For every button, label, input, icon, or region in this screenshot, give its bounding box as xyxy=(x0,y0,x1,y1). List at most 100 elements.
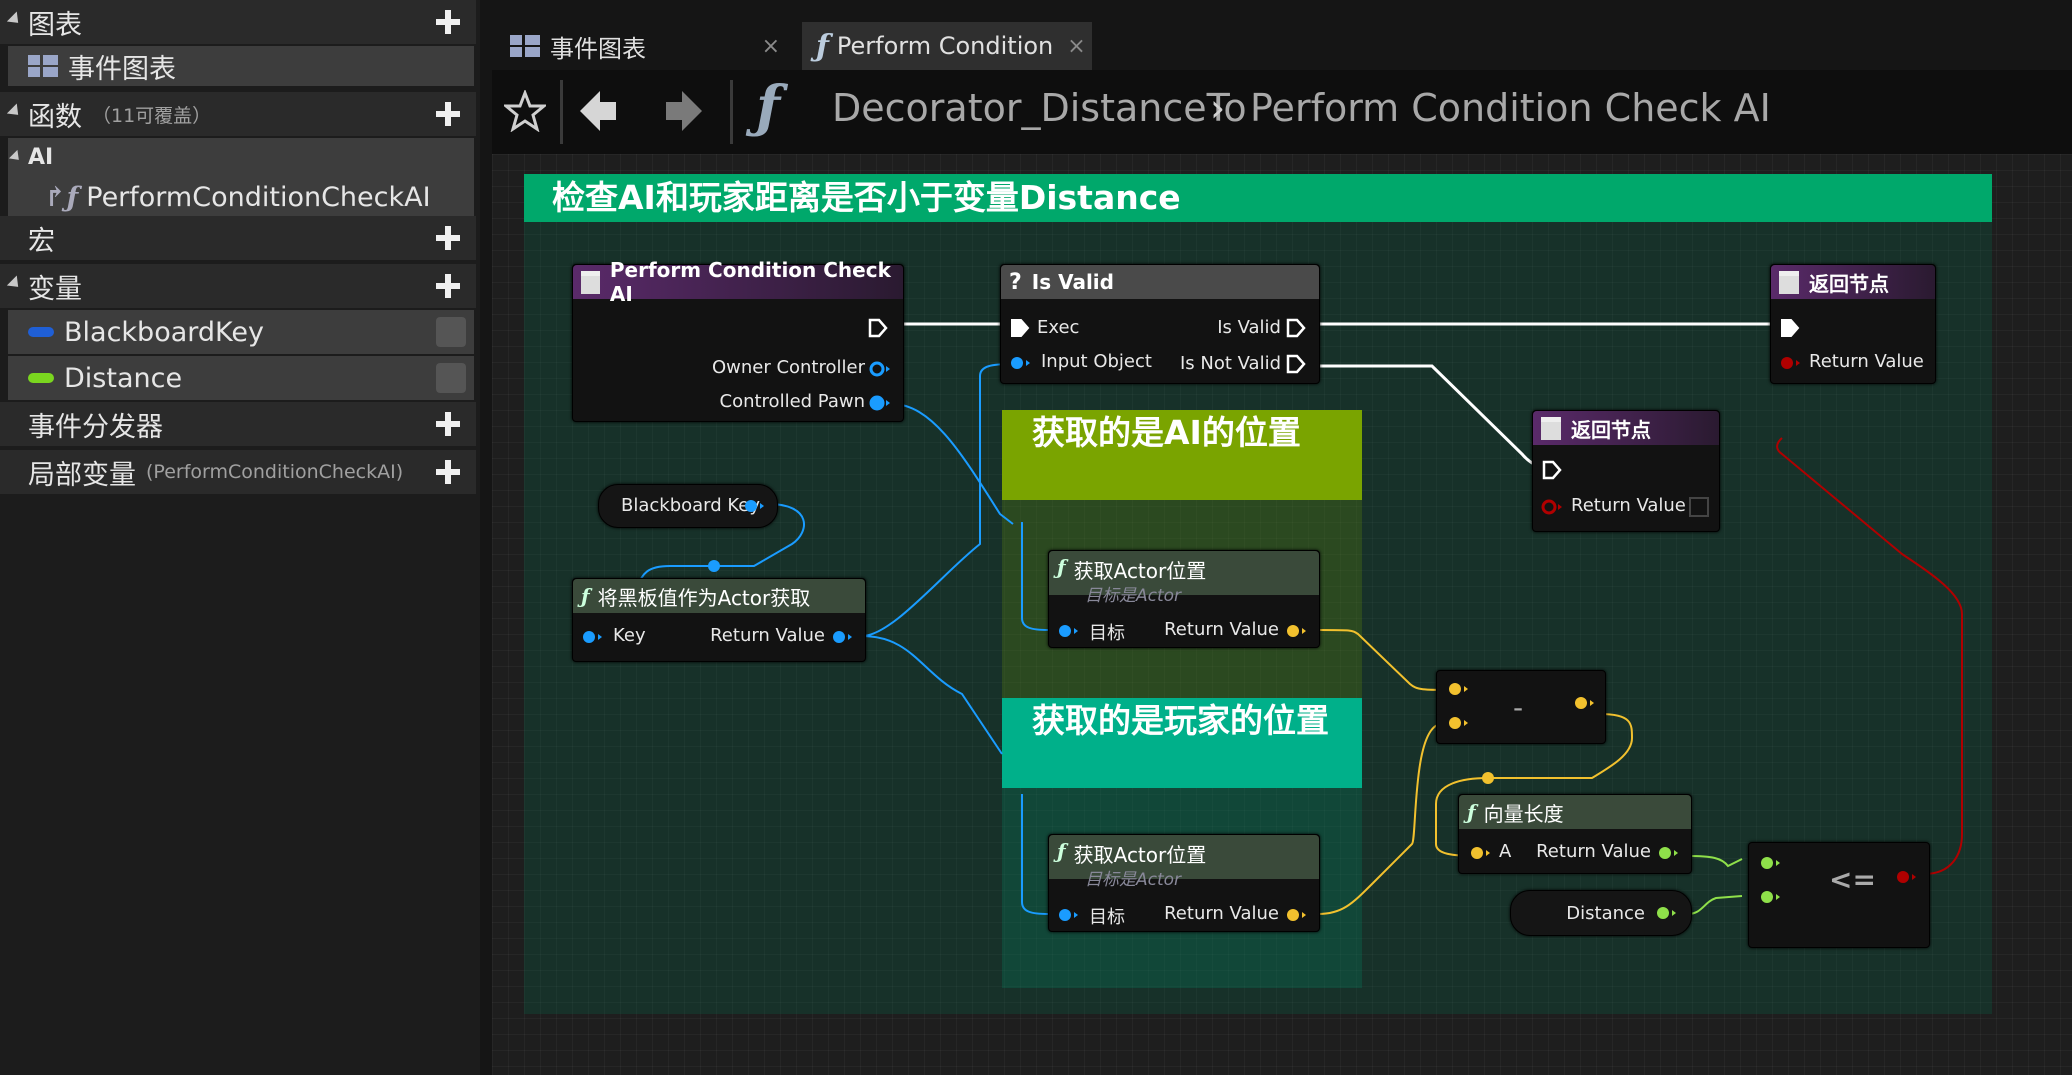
function-category-ai[interactable]: AI xyxy=(8,138,474,176)
collapse-arrow-icon[interactable] xyxy=(6,103,24,120)
exec-input-pin-icon[interactable] xyxy=(1541,459,1563,481)
add-function-button[interactable] xyxy=(434,100,462,128)
pin-label: Owner Controller xyxy=(711,357,865,378)
local-variables-section-header[interactable]: 局部变量 (PerformConditionCheckAI) xyxy=(0,450,476,494)
vector-output-pin-icon[interactable] xyxy=(1573,693,1595,713)
pin-label: Controlled Pawn xyxy=(719,391,866,412)
comment-title[interactable]: 获取的是玩家的位置 xyxy=(1002,698,1362,788)
add-variable-button[interactable] xyxy=(434,272,462,300)
node-perform-condition-check-ai[interactable]: Perform Condition Check AI Owner Control… xyxy=(572,258,904,422)
object-output-pin-icon[interactable] xyxy=(831,627,853,647)
bool-input-pin-icon[interactable] xyxy=(1541,497,1563,517)
node-title: 获取Actor位置 xyxy=(1073,559,1207,583)
visibility-eye-icon[interactable] xyxy=(436,363,466,393)
forward-arrow-icon[interactable] xyxy=(662,88,704,134)
object-input-pin-icon[interactable] xyxy=(1009,353,1031,373)
variable-label: Blackboard Key xyxy=(621,495,761,516)
node-get-distance[interactable]: Distance xyxy=(1510,890,1692,936)
collapse-arrow-icon[interactable] xyxy=(8,149,24,165)
node-less-equal[interactable]: <= xyxy=(1748,842,1930,948)
node-header: ƒ 向量长度 xyxy=(1459,795,1691,829)
node-vector-length[interactable]: ƒ 向量长度 A Return Value xyxy=(1458,794,1692,874)
exec-input-pin-icon[interactable] xyxy=(1779,317,1801,339)
float-input-pin-icon[interactable] xyxy=(1759,887,1781,907)
bool-output-pin-icon[interactable] xyxy=(1895,867,1917,887)
pin-label: Return Value xyxy=(1164,903,1279,924)
node-return-2[interactable]: 返回节点 Return Value xyxy=(1532,410,1720,532)
breadcrumb-parent[interactable]: Decorator_DistanceTo xyxy=(832,86,1247,130)
add-event-dispatcher-button[interactable] xyxy=(434,410,462,438)
add-local-variable-button[interactable] xyxy=(434,458,462,486)
float-input-pin-icon[interactable] xyxy=(1759,853,1781,873)
event-dispatchers-section-header[interactable]: 事件分发器 xyxy=(0,402,476,446)
my-blueprint-panel: 图表 事件图表 函数 （11可覆盖） AI ↱ƒ PerformConditio… xyxy=(0,0,480,1075)
comment-title[interactable]: 检查AI和玩家距离是否小于变量Distance xyxy=(524,174,1992,222)
close-tab-icon[interactable]: × xyxy=(761,33,780,59)
object-output-pin-icon[interactable] xyxy=(743,496,765,516)
vector-output-pin-icon[interactable] xyxy=(1285,905,1307,925)
visibility-eye-icon[interactable] xyxy=(436,317,466,347)
node-header: 返回节点 xyxy=(1771,265,1935,299)
bool-input-pin-icon[interactable] xyxy=(1779,353,1801,373)
object-input-pin-icon[interactable] xyxy=(581,627,603,647)
back-arrow-icon[interactable] xyxy=(578,88,620,134)
node-vector-subtract[interactable]: - xyxy=(1436,670,1606,744)
pin-label: Exec xyxy=(1037,317,1080,338)
object-output-pin-icon[interactable] xyxy=(869,393,891,413)
graphs-section-header[interactable]: 图表 xyxy=(0,0,476,44)
node-get-blackboard-value-as-actor[interactable]: ƒ 将黑板值作为Actor获取 Key Return Value xyxy=(572,578,866,662)
object-input-pin-icon[interactable] xyxy=(1057,621,1079,641)
function-item-performconditioncheckai[interactable]: ↱ƒ PerformConditionCheckAI xyxy=(8,176,474,218)
functions-section-header[interactable]: 函数 （11可覆盖） xyxy=(0,92,476,136)
node-return-1[interactable]: 返回节点 Return Value xyxy=(1770,264,1936,384)
float-output-pin-icon[interactable] xyxy=(1655,903,1677,923)
variable-item-label: Distance xyxy=(64,362,183,394)
favorite-star-icon[interactable] xyxy=(504,90,546,132)
operator-label: - xyxy=(1513,691,1524,724)
object-output-pin-icon[interactable] xyxy=(869,359,891,379)
exec-input-pin-icon[interactable] xyxy=(1009,317,1031,339)
node-title: 返回节点 xyxy=(1809,271,1889,296)
variables-section-header[interactable]: 变量 xyxy=(0,264,476,308)
return-value-checkbox[interactable] xyxy=(1689,497,1709,517)
vector-input-pin-icon[interactable] xyxy=(1469,843,1491,863)
float-output-pin-icon[interactable] xyxy=(1657,843,1679,863)
node-header: ƒ 获取Actor位置 xyxy=(1049,835,1319,879)
object-input-pin-icon[interactable] xyxy=(1057,905,1079,925)
graph-item-event-graph[interactable]: 事件图表 xyxy=(8,46,474,86)
add-graph-button[interactable] xyxy=(434,8,462,36)
node-get-blackboard-key[interactable]: Blackboard Key xyxy=(598,484,778,528)
return-node-icon xyxy=(1541,416,1561,440)
exec-output-pin-icon[interactable] xyxy=(1285,317,1307,339)
object-type-pill-icon xyxy=(28,327,54,337)
variable-item-blackboardkey[interactable]: BlackboardKey xyxy=(8,310,474,354)
collapse-arrow-icon[interactable] xyxy=(6,275,24,292)
vector-input-pin-icon[interactable] xyxy=(1447,713,1469,733)
vector-output-pin-icon[interactable] xyxy=(1285,621,1307,641)
pin-label: Input Object xyxy=(1041,351,1152,372)
exec-output-pin-icon[interactable] xyxy=(867,317,889,339)
variable-item-distance[interactable]: Distance xyxy=(8,356,474,400)
blueprint-graph-canvas[interactable]: 检查AI和玩家距离是否小于变量Distance 获取的是AI的位置 获取的是玩家… xyxy=(492,154,2072,1075)
tab-perform-condition[interactable]: ƒ Perform Condition × xyxy=(802,22,1092,70)
node-header: ƒ 将黑板值作为Actor获取 xyxy=(573,579,865,613)
pin-label: Key xyxy=(613,625,646,646)
close-tab-icon[interactable]: × xyxy=(1067,33,1086,59)
tab-event-graph[interactable]: 事件图表 × xyxy=(496,22,796,70)
operator-label: <= xyxy=(1829,863,1876,896)
add-macro-button[interactable] xyxy=(434,224,462,252)
node-get-actor-location-player[interactable]: ƒ 获取Actor位置 目标是Actor 目标 Return Value xyxy=(1048,834,1320,932)
pin-label: A xyxy=(1499,841,1512,862)
macros-section-header[interactable]: 宏 xyxy=(0,216,476,260)
comment-box-ai-position[interactable]: 获取的是AI的位置 xyxy=(1002,410,1362,702)
node-is-valid[interactable]: ? Is Valid Exec Is Valid Input Object Is… xyxy=(1000,264,1320,384)
collapse-arrow-icon[interactable] xyxy=(6,11,24,28)
variable-item-label: BlackboardKey xyxy=(64,316,264,348)
node-get-actor-location-ai[interactable]: ƒ 获取Actor位置 目标是Actor 目标 Return Value xyxy=(1048,550,1320,648)
reroute-node-icon[interactable] xyxy=(704,556,724,576)
comment-title[interactable]: 获取的是AI的位置 xyxy=(1002,410,1362,500)
reroute-node-icon[interactable] xyxy=(1478,768,1498,788)
vector-input-pin-icon[interactable] xyxy=(1447,679,1469,699)
exec-output-pin-icon[interactable] xyxy=(1285,353,1307,375)
macros-section-title: 宏 xyxy=(28,225,55,257)
